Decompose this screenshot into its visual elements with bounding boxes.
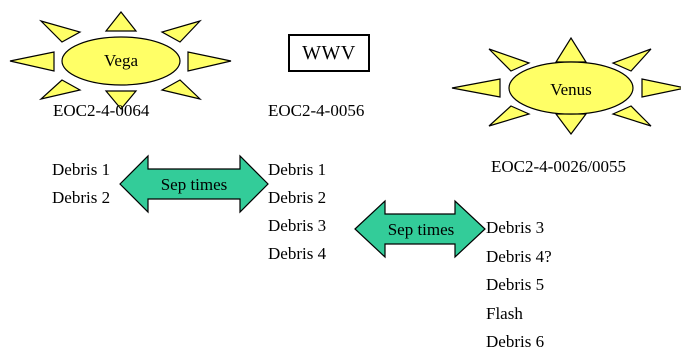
venus-label: Venus: [550, 80, 592, 99]
vega-sun-body: [61, 36, 181, 86]
wwv-box: WWV: [288, 34, 370, 72]
venus-debris-item: Flash: [486, 304, 523, 323]
vega-sun-ray: [187, 51, 232, 72]
sep-times-arrow-1: [119, 154, 269, 214]
wwv-code: EOC2-4-0056: [268, 101, 365, 120]
vega-debris-item: Debris 2: [52, 188, 111, 207]
sep-times-arrow-2: [354, 199, 486, 259]
wwv-debris-item: Debris 2: [268, 188, 327, 207]
vega-sun-ray: [160, 19, 202, 43]
vega-sun-ray: [160, 79, 203, 101]
venus-sun-ray: [641, 78, 681, 98]
vega-sun-ray: [38, 19, 82, 43]
venus-sun-body: [508, 61, 634, 115]
vega-sun: [9, 11, 232, 110]
venus-debris-item: Debris 3: [486, 218, 545, 237]
vega-label: Vega: [104, 51, 138, 70]
venus-sun-ray: [488, 48, 531, 72]
venus-sun-ray: [554, 36, 588, 63]
vega-sun-ray: [9, 51, 55, 72]
wwv-debris-item: Debris 4: [268, 244, 327, 263]
venus-sun-ray: [611, 105, 652, 127]
venus-debris-item: Debris 4?: [486, 247, 552, 266]
venus-sun-ray: [611, 48, 652, 72]
venus-debris-item: Debris 5: [486, 275, 545, 294]
wwv-debris-item: Debris 3: [268, 216, 327, 235]
venus-sun-ray: [451, 78, 501, 98]
venus-sun-ray: [488, 105, 531, 127]
vega-code: EOC2-4-0064: [53, 101, 150, 120]
venus-sun-ray: [554, 113, 588, 135]
wwv-debris-item: Debris 1: [268, 160, 327, 179]
vega-sun-ray: [104, 90, 138, 110]
venus-debris-item: Debris 6: [486, 332, 545, 351]
venus-code: EOC2-4-0026/0055: [491, 157, 627, 176]
vega-sun-ray: [104, 11, 138, 32]
sep-times-label-1: Sep times: [160, 175, 228, 194]
sep-times-label-2: Sep times: [387, 220, 455, 239]
venus-sun: [451, 36, 681, 135]
vega-sun-ray: [38, 79, 82, 101]
wwv-label: WWV: [302, 41, 356, 64]
vega-debris-item: Debris 1: [52, 160, 111, 179]
